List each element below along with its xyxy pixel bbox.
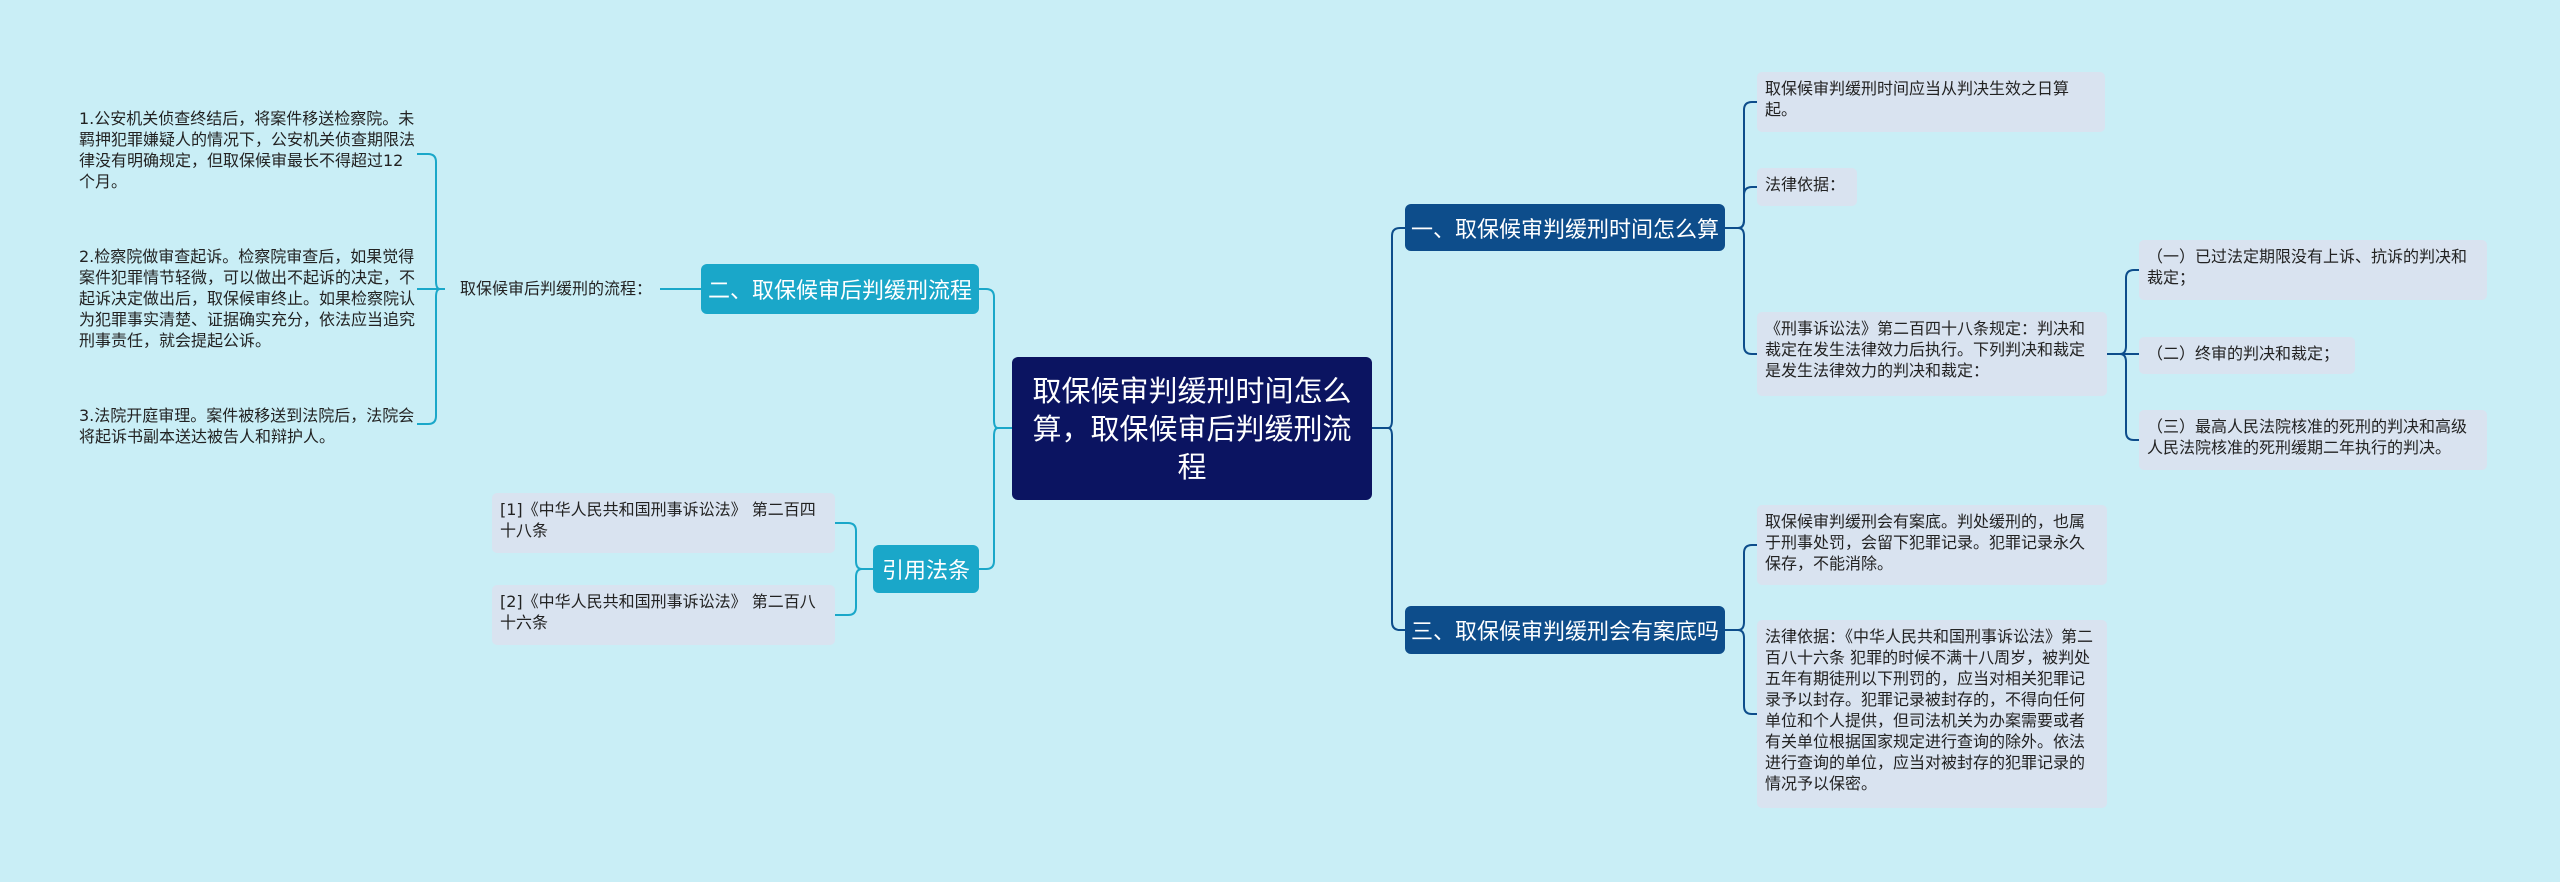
edge-b3-l8	[1725, 629, 1757, 715]
leaf-text: 1.公安机关侦查终结后，将案件移送检察院。未羁押犯罪嫌疑人的情况下，公安机关侦查…	[79, 109, 416, 191]
step-2[interactable]: 2.检察院做审查起诉。检察院审查后，如果觉得案件犯罪情节轻微，可以做出不起诉的决…	[79, 246, 417, 351]
leaf-text: [1]《中华人民共和国刑事诉讼法》 第二百四十八条	[500, 500, 816, 540]
leaf-text: 3.法院开庭审理。案件被移送到法院后，法院会将起诉书副本送达被告人和辩护人。	[79, 406, 415, 446]
leaf-article-248[interactable]: 《刑事诉讼法》第二百四十八条规定：判决和裁定在发生法律效力后执行。下列判决和裁定…	[1757, 312, 2107, 396]
citation-1[interactable]: [1]《中华人民共和国刑事诉讼法》 第二百四十八条	[492, 493, 835, 553]
branch-citations[interactable]: 引用法条	[873, 545, 979, 593]
edge-b4-c2	[835, 568, 873, 616]
edge-center-b2	[979, 288, 1012, 429]
central-topic[interactable]: 取保候审判缓刑时间怎么算，取保候审后判缓刑流程	[1012, 357, 1372, 500]
leaf-text: （二）终审的判决和裁定；	[2147, 344, 2340, 363]
edge-flow-p3	[417, 288, 445, 425]
leaf-text: 法律依据：	[1765, 175, 1846, 194]
citation-2[interactable]: [2]《中华人民共和国刑事诉讼法》 第二百八十六条	[492, 585, 835, 645]
leaf-item-3[interactable]: （三）最高人民法院核准的死刑的判决和高级人民法院核准的死刑缓期二年执行的判决。	[2139, 410, 2487, 470]
leaf-legal-basis[interactable]: 法律依据：	[1757, 168, 1857, 206]
step-3[interactable]: 3.法院开庭审理。案件被移送到法院后，法院会将起诉书副本送达被告人和辩护人。	[79, 405, 417, 447]
central-topic-label: 取保候审判缓刑时间怎么算，取保候审后判缓刑流程	[1032, 373, 1352, 484]
edge-flow-p1	[417, 153, 445, 290]
leaf-text: 法律依据：《中华人民共和国刑事诉讼法》第二百八十六条 犯罪的时候不满十八周岁，被…	[1765, 627, 2094, 793]
edge-center-b3	[1372, 427, 1405, 631]
leaf-text: [2]《中华人民共和国刑事诉讼法》 第二百八十六条	[500, 592, 816, 632]
edge-center-b4	[979, 427, 1012, 570]
edge-l3-l6	[2107, 353, 2139, 441]
edge-b3-l7	[1725, 544, 1757, 631]
edge-b1-l1	[1725, 101, 1757, 229]
leaf-item-2[interactable]: （二）终审的判决和裁定；	[2139, 337, 2355, 374]
leaf-text: 2.检察院做审查起诉。检察院审查后，如果觉得案件犯罪情节轻微，可以做出不起诉的决…	[79, 247, 416, 350]
leaf-text: 取保候审判缓刑时间应当从判决生效之日算起。	[1765, 79, 2070, 119]
branch-procedure[interactable]: 二、取保候审后判缓刑流程	[701, 264, 979, 314]
leaf-text: 取保候审判缓刑会有案底。判处缓刑的，也属于刑事处罚，会留下犯罪记录。犯罪记录永久…	[1765, 512, 2086, 573]
leaf-item-1[interactable]: （一）已过法定期限没有上诉、抗诉的判决和裁定；	[2139, 240, 2487, 300]
edge-b1-l2	[1725, 186, 1757, 229]
branch-label: 引用法条	[881, 559, 970, 584]
branch-label: 二、取保候审后判缓刑流程	[707, 279, 972, 304]
leaf-text: （一）已过法定期限没有上诉、抗诉的判决和裁定；	[2147, 247, 2468, 287]
leaf-article-286[interactable]: 法律依据：《中华人民共和国刑事诉讼法》第二百八十六条 犯罪的时候不满十八周岁，被…	[1757, 620, 2107, 808]
step-1[interactable]: 1.公安机关侦查终结后，将案件移送检察院。未羁押犯罪嫌疑人的情况下，公安机关侦查…	[79, 108, 417, 192]
branch-criminal-record[interactable]: 三、取保候审判缓刑会有案底吗	[1405, 606, 1725, 654]
edge-b1-l3	[1725, 227, 1757, 355]
branch-calculation-time[interactable]: 一、取保候审判缓刑时间怎么算	[1405, 204, 1725, 251]
leaf-record-answer[interactable]: 取保候审判缓刑会有案底。判处缓刑的，也属于刑事处罚，会留下犯罪记录。犯罪记录永久…	[1757, 505, 2107, 585]
flow-label[interactable]: 取保候审后判缓刑的流程：	[460, 278, 680, 299]
edge-b4-c1	[835, 522, 873, 570]
branch-label: 一、取保候审判缓刑时间怎么算	[1410, 217, 1719, 243]
edge-center-b1	[1372, 227, 1405, 429]
leaf-text: 取保候审后判缓刑的流程：	[460, 279, 653, 298]
branch-label: 三、取保候审判缓刑会有案底吗	[1410, 620, 1719, 645]
leaf-text: 《刑事诉讼法》第二百四十八条规定：判决和裁定在发生法律效力后执行。下列判决和裁定…	[1765, 319, 2086, 380]
edge-l3-l4	[2107, 269, 2139, 355]
leaf-text: （三）最高人民法院核准的死刑的判决和高级人民法院核准的死刑缓期二年执行的判决。	[2147, 417, 2468, 457]
leaf-effective-date[interactable]: 取保候审判缓刑时间应当从判决生效之日算起。	[1757, 72, 2105, 132]
